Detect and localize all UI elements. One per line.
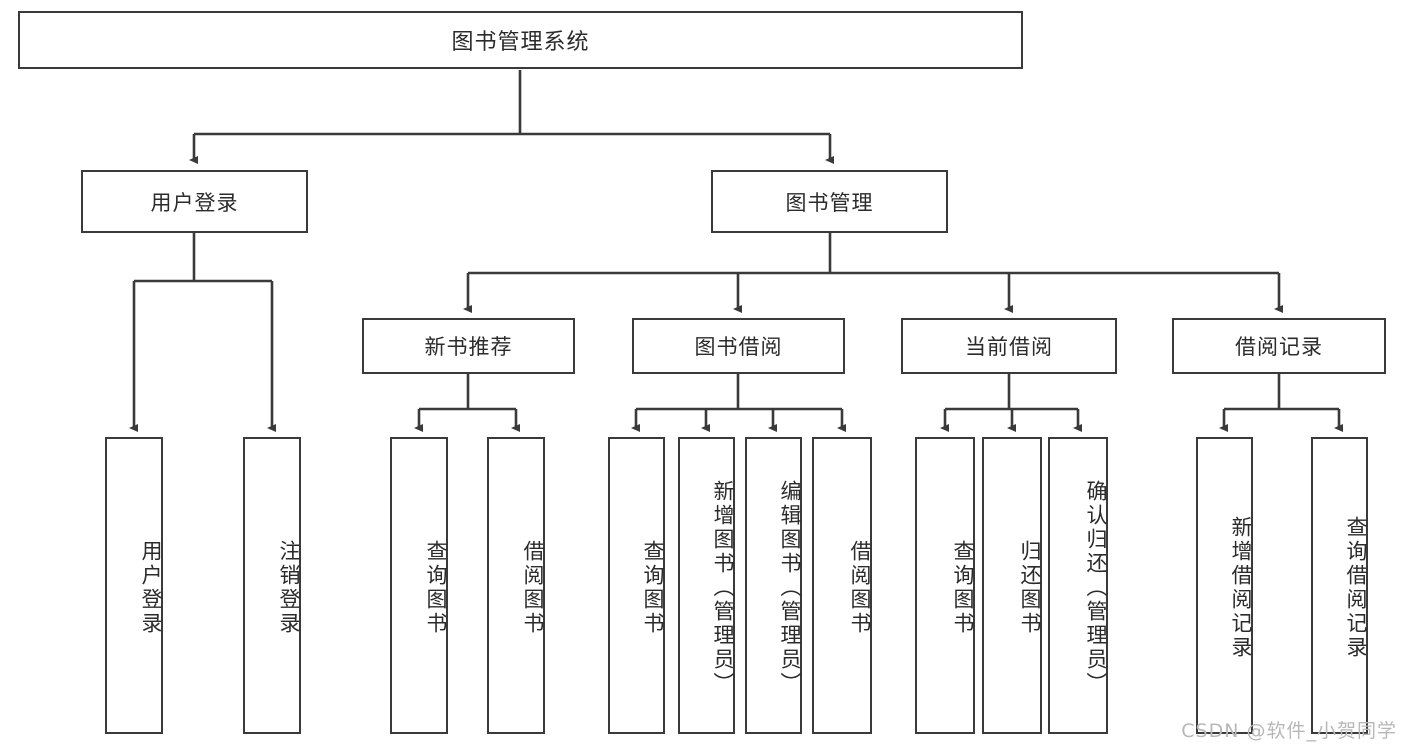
node-current-borrow-label: 当前借阅 xyxy=(965,335,1053,359)
node-current-borrow[interactable]: 当前借阅 xyxy=(901,318,1117,374)
leaf-current-confirm-return-label: 确认归还（管理员） xyxy=(1084,479,1108,696)
leaf-current-query-book-label: 查询图书 xyxy=(951,539,975,636)
leaf-current-return-book-label: 归还图书 xyxy=(1018,539,1042,636)
node-book-management[interactable]: 图书管理 xyxy=(711,170,948,233)
leaf-current-query-book[interactable]: 查询图书 xyxy=(915,437,975,734)
leaf-user-login-label: 用户登录 xyxy=(139,539,163,636)
leaf-newbook-borrow-book-label: 借阅图书 xyxy=(521,539,545,636)
node-new-book-recommend-label: 新书推荐 xyxy=(424,335,513,359)
leaf-user-logout[interactable]: 注销登录 xyxy=(243,437,301,734)
leaf-borrow-edit-book-label: 编辑图书（管理员） xyxy=(778,479,802,696)
leaf-user-login[interactable]: 用户登录 xyxy=(105,437,163,734)
leaf-current-return-book[interactable]: 归还图书 xyxy=(982,437,1042,734)
node-book-borrow[interactable]: 图书借阅 xyxy=(632,318,845,374)
node-root-label: 图书管理系统 xyxy=(451,30,590,55)
leaf-record-query-record[interactable]: 查询借阅记录 xyxy=(1311,437,1368,734)
leaf-newbook-query-book[interactable]: 查询图书 xyxy=(390,437,448,734)
leaf-user-logout-label: 注销登录 xyxy=(277,539,301,636)
node-user-login-label: 用户登录 xyxy=(150,190,239,215)
leaf-borrow-query-book[interactable]: 查询图书 xyxy=(608,437,665,734)
node-user-login[interactable]: 用户登录 xyxy=(81,170,308,233)
leaf-borrow-add-book[interactable]: 新增图书（管理员） xyxy=(678,437,735,734)
node-root[interactable]: 图书管理系统 xyxy=(18,11,1023,69)
leaf-newbook-borrow-book[interactable]: 借阅图书 xyxy=(487,437,545,734)
node-new-book-recommend[interactable]: 新书推荐 xyxy=(362,318,575,374)
node-borrow-record-label: 借阅记录 xyxy=(1235,335,1323,359)
watermark: CSDN @软件_小贺同学 xyxy=(1181,720,1397,742)
leaf-borrow-query-book-label: 查询图书 xyxy=(641,539,665,636)
leaf-borrow-lend-book[interactable]: 借阅图书 xyxy=(812,437,872,734)
node-book-borrow-label: 图书借阅 xyxy=(694,335,783,359)
leaf-current-confirm-return[interactable]: 确认归还（管理员） xyxy=(1048,437,1108,734)
leaf-record-query-record-label: 查询借阅记录 xyxy=(1344,515,1368,660)
node-borrow-record[interactable]: 借阅记录 xyxy=(1172,318,1386,374)
leaf-borrow-edit-book[interactable]: 编辑图书（管理员） xyxy=(745,437,802,734)
node-book-management-label: 图书管理 xyxy=(785,190,874,215)
leaf-record-add-record[interactable]: 新增借阅记录 xyxy=(1196,437,1253,734)
leaf-borrow-add-book-label: 新增图书（管理员） xyxy=(711,479,735,696)
leaf-record-add-record-label: 新增借阅记录 xyxy=(1229,515,1253,660)
leaf-newbook-query-book-label: 查询图书 xyxy=(424,539,448,636)
leaf-borrow-lend-book-label: 借阅图书 xyxy=(848,539,872,636)
